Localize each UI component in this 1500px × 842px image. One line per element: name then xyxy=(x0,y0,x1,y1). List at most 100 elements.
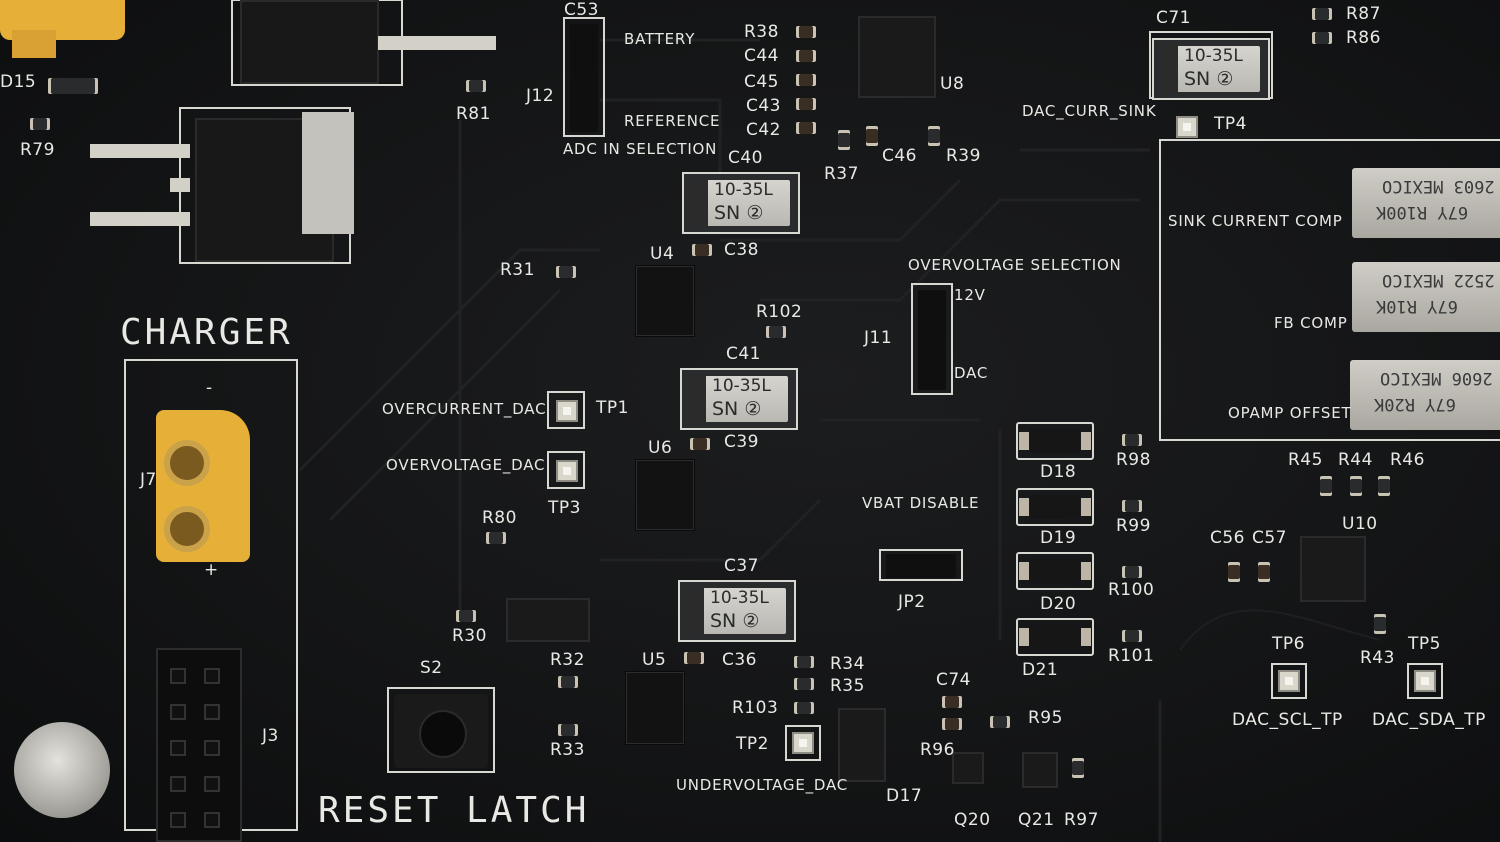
tant-marking-line1: 10-35L xyxy=(712,376,771,396)
resistor-r87 xyxy=(1312,8,1332,20)
potentiometer-fb-comp[interactable]: 2522 MEXICO 67Y R10K xyxy=(1352,262,1500,332)
tantalum-cap-c37: 10-35L SN ② xyxy=(678,580,796,642)
refdes-r35: R35 xyxy=(830,676,865,696)
refdes-d20: D20 xyxy=(1040,594,1077,614)
test-point-tp6[interactable] xyxy=(1278,670,1300,692)
tant-marking-line2: SN ② xyxy=(712,398,762,420)
refdes-c36: C36 xyxy=(722,650,758,670)
resistor-r97 xyxy=(1072,758,1084,778)
refdes-r79: R79 xyxy=(20,140,55,160)
pot-group-outline xyxy=(1159,139,1500,441)
refdes-j11: J11 xyxy=(864,328,893,348)
test-point-tp4[interactable] xyxy=(1176,116,1198,138)
resistor-r86 xyxy=(1312,32,1332,44)
refdes-s2: S2 xyxy=(420,658,443,678)
connector-pin-top xyxy=(164,440,210,486)
pot-marking-line1: 2606 MEXICO xyxy=(1380,368,1493,388)
refdes-r31: R31 xyxy=(500,260,535,280)
refdes-j7: J7 xyxy=(140,470,157,490)
test-point-tp3[interactable] xyxy=(556,460,578,482)
diode-d18 xyxy=(1016,422,1094,460)
resistor-r31 xyxy=(556,266,576,278)
refdes-r45: R45 xyxy=(1288,450,1323,470)
tant-marking-line1: 10-35L xyxy=(1184,46,1243,66)
resistor-r99 xyxy=(1122,500,1142,512)
refdes-c37: C37 xyxy=(724,556,760,576)
refdes-c43: C43 xyxy=(746,96,782,116)
tant-marking-line2: SN ② xyxy=(714,202,764,224)
pot-marking-line1: 2603 MEXICO xyxy=(1382,176,1495,196)
jumper-j11[interactable] xyxy=(918,290,946,390)
test-point-tp2[interactable] xyxy=(792,732,814,754)
refdes-c46: C46 xyxy=(882,146,918,166)
tantalum-cap-c40: 10-35L SN ② xyxy=(682,172,800,234)
refdes-r44: R44 xyxy=(1338,450,1373,470)
refdes-c74: C74 xyxy=(936,670,972,690)
refdes-c45: C45 xyxy=(744,72,780,92)
pot-marking-line1: 2522 MEXICO xyxy=(1382,270,1495,290)
refdes-jp2: JP2 xyxy=(898,592,926,612)
refdes-r38: R38 xyxy=(744,22,779,42)
charger-plus-label: + xyxy=(204,560,219,580)
capacitor-c36 xyxy=(684,652,704,664)
potentiometer-sink-current[interactable]: 2603 MEXICO 67Y R100K xyxy=(1352,168,1500,238)
jumper-j12[interactable] xyxy=(570,24,598,132)
refdes-j12: J12 xyxy=(526,86,555,106)
refdes-r30: R30 xyxy=(452,626,487,646)
refdes-r80: R80 xyxy=(482,508,517,528)
refdes-r101: R101 xyxy=(1108,646,1155,666)
refdes-r32: R32 xyxy=(550,650,585,670)
opamp-offset-label: OPAMP OFFSET xyxy=(1228,404,1352,422)
refdes-c57: C57 xyxy=(1252,528,1288,548)
refdes-r86: R86 xyxy=(1346,28,1381,48)
refdes-r103: R103 xyxy=(732,698,779,718)
button-cap[interactable] xyxy=(419,710,467,758)
refdes-q20: Q20 xyxy=(954,810,991,830)
charger-minus-label: - xyxy=(206,378,213,398)
adc-in-selection-label: ADC IN SELECTION xyxy=(563,140,718,158)
diode-d17 xyxy=(838,708,886,782)
connector-pin-bottom xyxy=(164,506,210,552)
refdes-j3: J3 xyxy=(262,726,279,746)
refdes-q21: Q21 xyxy=(1018,810,1055,830)
diode-d21 xyxy=(1016,618,1094,656)
diode-d15 xyxy=(48,78,98,94)
refdes-r97: R97 xyxy=(1064,810,1099,830)
sel-dac-label: DAC xyxy=(954,364,989,382)
resistor-r102 xyxy=(766,326,786,338)
refdes-c41: C41 xyxy=(726,344,762,364)
refdes-tp2: TP2 xyxy=(736,734,769,754)
refdes-c39: C39 xyxy=(724,432,760,452)
diode-d20 xyxy=(1016,552,1094,590)
reset-latch-button[interactable] xyxy=(394,694,488,768)
pot-marking-line2: 67Y R20K xyxy=(1374,394,1456,414)
tantalum-cap-c41: 10-35L SN ② xyxy=(680,368,798,430)
jumper-jp2[interactable] xyxy=(886,554,956,578)
test-point-tp5[interactable] xyxy=(1414,670,1436,692)
test-point-tp1[interactable] xyxy=(556,400,578,422)
voltage-regulator xyxy=(240,0,379,84)
refdes-c42: C42 xyxy=(746,120,782,140)
tant-marking-line2: SN ② xyxy=(710,610,760,632)
capacitor-c39 xyxy=(690,438,710,450)
regulator-lead xyxy=(170,178,190,192)
tant-marking-line1: 10-35L xyxy=(714,180,773,200)
resistor-r79 xyxy=(30,118,50,130)
capacitor-c42 xyxy=(796,122,816,134)
refdes-u6: U6 xyxy=(648,438,673,458)
diode-r32-area xyxy=(506,598,590,642)
refdes-r34: R34 xyxy=(830,654,865,674)
dac-curr-sink-label: DAC_CURR_SINK xyxy=(1022,102,1157,120)
potentiometer-opamp-offset[interactable]: 2606 MEXICO 67Y R20K xyxy=(1350,360,1500,430)
resistor-r37 xyxy=(838,130,850,150)
refdes-tp1: TP1 xyxy=(596,398,629,418)
regulator-lead xyxy=(90,144,190,158)
refdes-c40: C40 xyxy=(728,148,764,168)
ic-u6 xyxy=(636,460,694,530)
resistor-r95 xyxy=(990,716,1010,728)
capacitor-c74 xyxy=(942,696,962,708)
transistor-q20 xyxy=(952,752,984,784)
resistor-r33 xyxy=(558,724,578,736)
